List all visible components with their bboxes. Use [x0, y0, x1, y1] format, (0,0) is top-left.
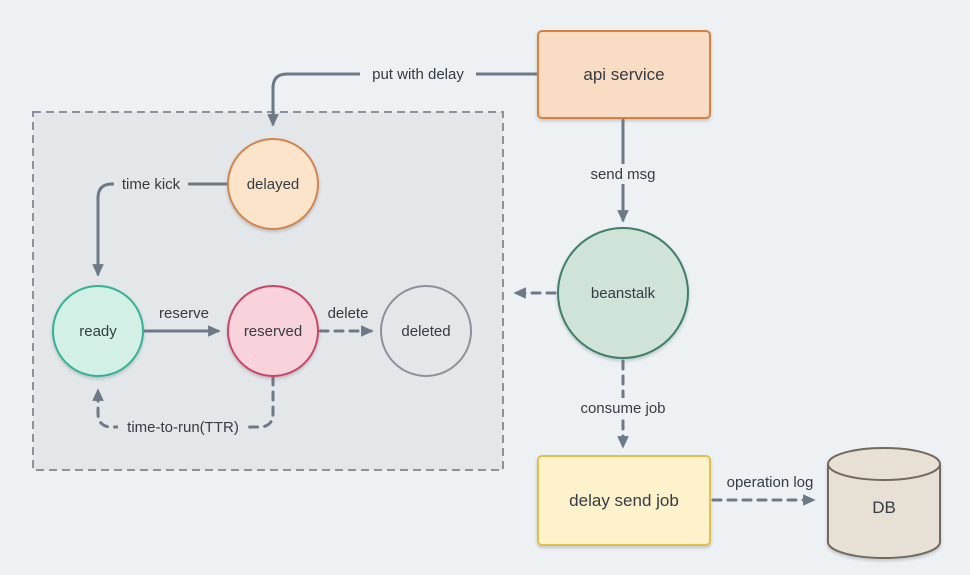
api-service-box — [537, 30, 711, 119]
ready-label: ready — [79, 323, 117, 340]
db-cylinder-top-icon — [827, 447, 941, 481]
api-service-node: api service — [537, 30, 711, 119]
deleted-circle — [380, 285, 472, 377]
db-cylinder-icon — [827, 463, 941, 559]
edge-time-to-run-label: time-to-run(TTR) — [127, 419, 239, 436]
delay-send-job-box — [537, 455, 711, 546]
db-label: DB — [872, 498, 896, 517]
deleted-node: deleted — [380, 285, 472, 377]
edge-time-kick-arrow — [92, 182, 231, 277]
edge-delete-label: delete — [328, 305, 369, 322]
db-node: DB — [827, 447, 941, 559]
label-mask — [586, 164, 660, 184]
edge-put-with-delay-arrow — [267, 72, 540, 127]
edge-operation-log-label: operation log — [727, 474, 814, 491]
edge-send-msg-label: send msg — [590, 166, 655, 183]
delayed-label: delayed — [247, 176, 300, 193]
label-mask — [360, 64, 476, 84]
beanstalk-label: beanstalk — [591, 285, 656, 302]
beanstalk-node: beanstalk — [557, 227, 689, 359]
edge-put-with-delay-label: put with delay — [372, 66, 464, 83]
delay-send-job-label: delay send job — [569, 491, 679, 510]
beanstalk-circle — [557, 227, 689, 359]
deleted-label: deleted — [401, 323, 450, 340]
edge-time-kick-label: time kick — [122, 176, 181, 193]
label-mask — [118, 417, 248, 437]
reserved-circle — [227, 285, 319, 377]
label-mask — [114, 174, 188, 194]
delayed-circle — [227, 138, 319, 230]
edge-reserve-label: reserve — [159, 305, 209, 322]
delay-send-job-node: delay send job — [537, 455, 711, 546]
reserved-node: reserved — [227, 285, 319, 377]
edge-consume-job-label: consume job — [580, 400, 665, 417]
ready-circle — [52, 285, 144, 377]
reserved-label: reserved — [244, 323, 302, 340]
delayed-node: delayed — [227, 138, 319, 230]
label-mask — [576, 398, 670, 418]
api-service-label: api service — [583, 65, 664, 84]
ready-node: ready — [52, 285, 144, 377]
